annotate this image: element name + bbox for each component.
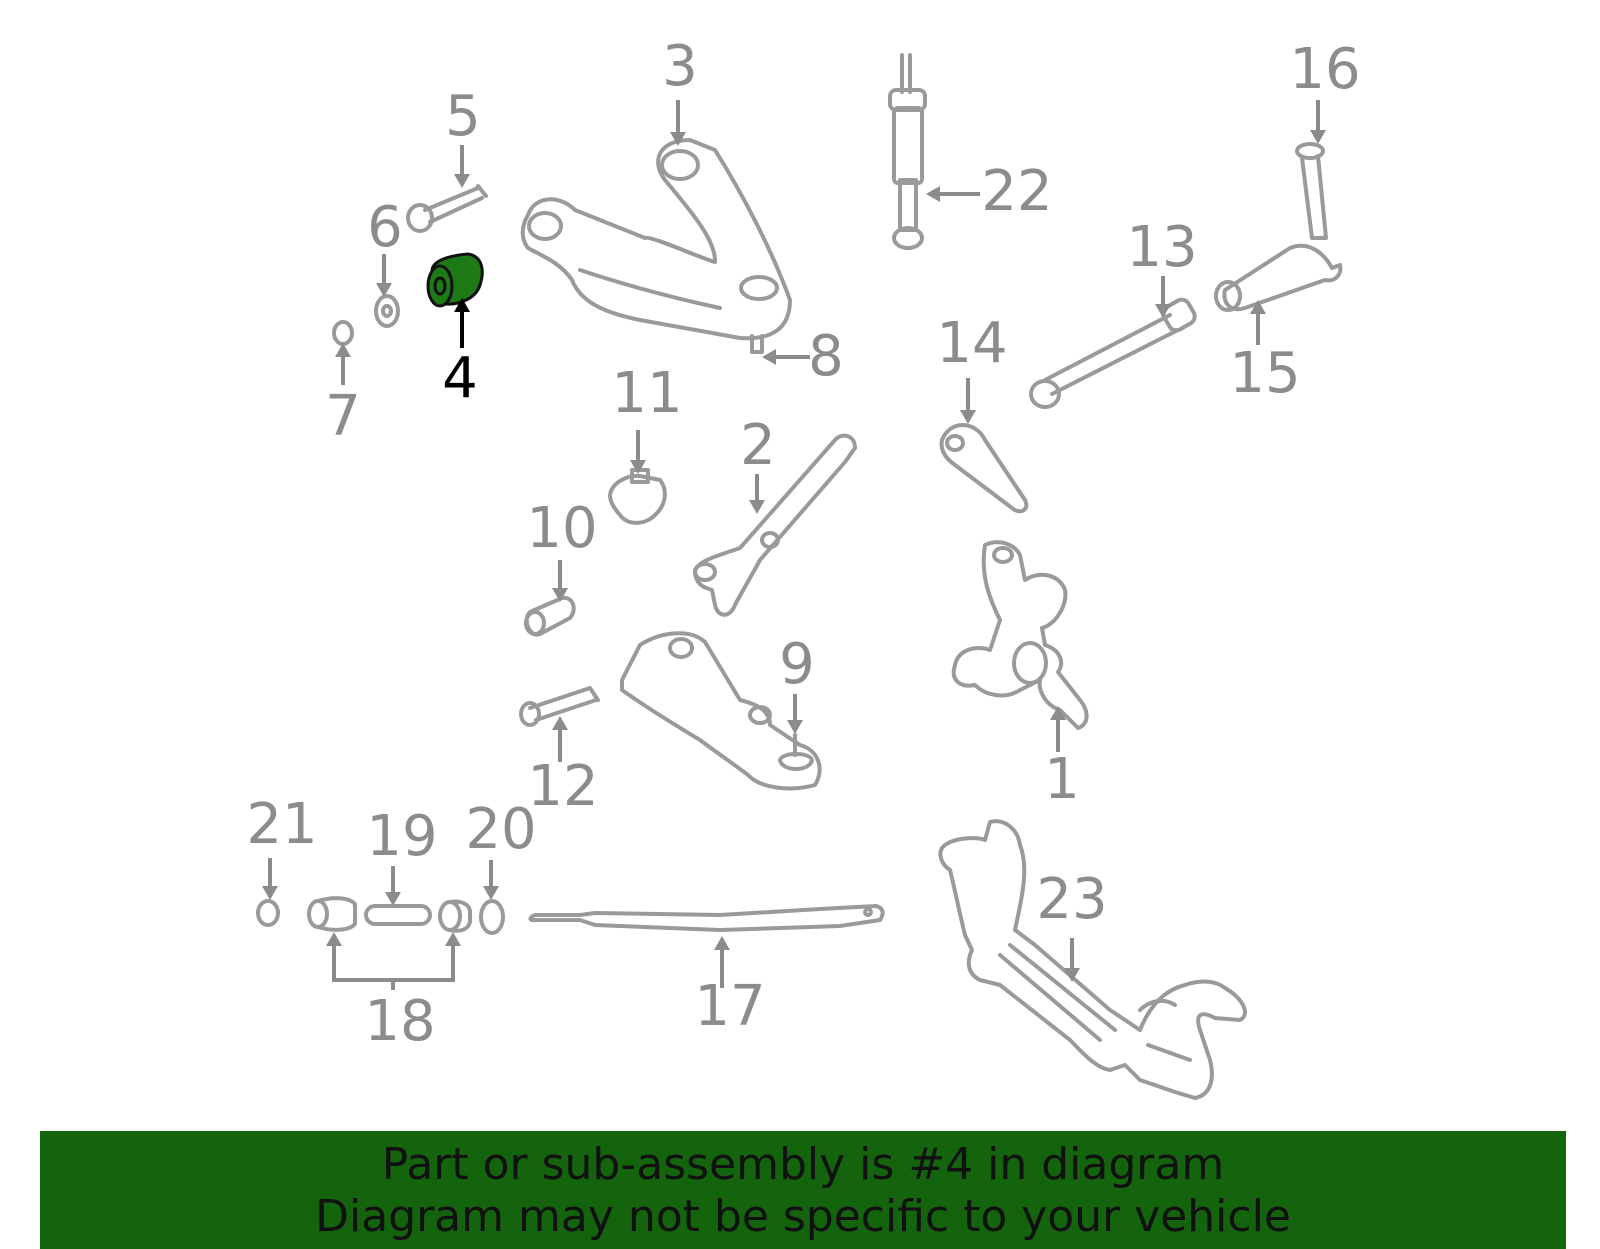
callout-2[interactable]: 2 (740, 413, 776, 478)
callout-15[interactable]: 15 (1229, 341, 1300, 406)
callout-1[interactable]: 1 (1044, 747, 1080, 812)
shock-absorber-part-22[interactable] (888, 53, 927, 250)
tension-rod-part-13[interactable] (1029, 297, 1198, 409)
steering-knuckle-part-1[interactable] (951, 540, 1089, 730)
callout-22[interactable]: 22 (981, 159, 1052, 224)
stabilizer-bar-part-17[interactable] (528, 904, 885, 932)
bolt-part-12[interactable] (519, 686, 600, 727)
callout-20[interactable]: 20 (465, 797, 536, 862)
crossmember-part-23[interactable] (938, 819, 1247, 1100)
info-banner: Part or sub-assembly is #4 in diagram Di… (40, 1131, 1566, 1249)
callout-13[interactable]: 13 (1126, 215, 1197, 280)
bushing-part-10[interactable] (524, 595, 576, 637)
callout-9[interactable]: 9 (779, 632, 815, 697)
bolt-part-5[interactable] (406, 184, 488, 233)
callout-4[interactable]: 4 (442, 346, 478, 411)
callout-8[interactable]: 8 (808, 324, 844, 389)
callout-23[interactable]: 23 (1036, 867, 1107, 932)
callout-21[interactable]: 21 (246, 792, 317, 857)
stud-part-8[interactable] (750, 334, 764, 354)
tension-rod-bracket-part-15[interactable] (1214, 243, 1343, 312)
banner-line-disclaimer: Diagram may not be specific to your vehi… (315, 1191, 1291, 1242)
washer-part-21[interactable] (256, 899, 280, 927)
bushing-part-4[interactable] (426, 252, 484, 308)
callout-18[interactable]: 18 (364, 989, 435, 1054)
washer-part-7[interactable] (332, 320, 354, 346)
washer-part-20[interactable] (479, 899, 505, 935)
callout-12[interactable]: 12 (527, 754, 598, 819)
callout-7[interactable]: 7 (325, 384, 361, 449)
lower-control-arm-part-9[interactable] (620, 631, 822, 791)
callout-labels: 3 5 6 7 4 22 16 13 15 8 14 11 2 10 9 12 … (246, 34, 1360, 1054)
banner-line-part-number: Part or sub-assembly is #4 in diagram (381, 1139, 1225, 1190)
washer-part-6[interactable] (374, 294, 400, 328)
callout-arrow-4 (454, 298, 470, 348)
upper-control-arm-part-3[interactable] (520, 138, 792, 341)
callout-5[interactable]: 5 (445, 84, 481, 149)
link-arm-part-2[interactable] (693, 433, 857, 617)
callout-19[interactable]: 19 (366, 804, 437, 869)
bushings-part-18[interactable] (307, 896, 472, 933)
callout-3[interactable]: 3 (662, 34, 698, 99)
callout-16[interactable]: 16 (1289, 37, 1360, 102)
bolt-part-16[interactable] (1295, 142, 1328, 240)
callout-arrows (262, 100, 1326, 990)
bracket-part-14[interactable] (939, 423, 1029, 514)
callout-10[interactable]: 10 (526, 496, 597, 561)
callout-11[interactable]: 11 (611, 361, 682, 426)
callout-6[interactable]: 6 (367, 195, 403, 260)
sleeve-part-19[interactable] (364, 904, 432, 926)
callout-17[interactable]: 17 (694, 974, 765, 1039)
bump-stop-part-11[interactable] (608, 468, 667, 525)
callout-14[interactable]: 14 (936, 311, 1007, 376)
